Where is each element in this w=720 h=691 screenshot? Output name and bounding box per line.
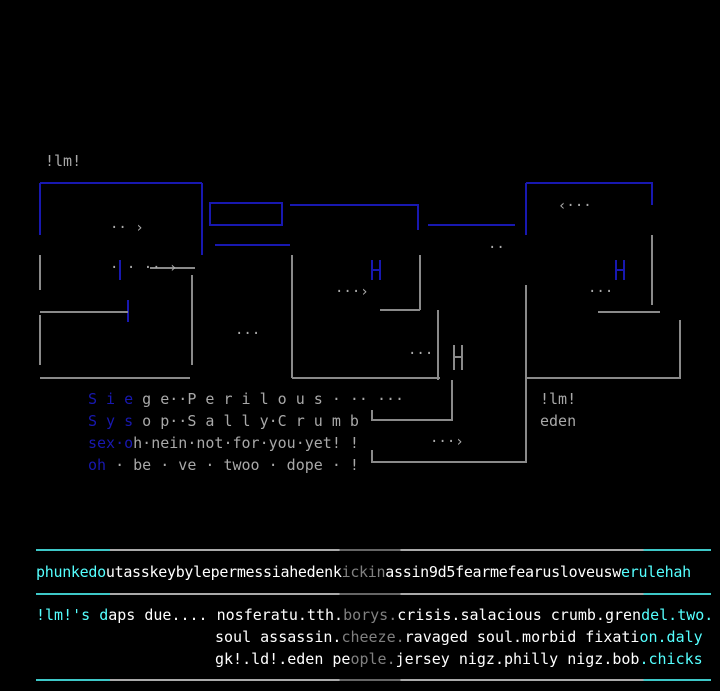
svg-text:··: ·· bbox=[488, 240, 505, 256]
daps-seg: del.two. bbox=[641, 606, 714, 624]
daps-seg: aps due.... nosferatu.tth. bbox=[108, 606, 344, 624]
svg-text:···›: ···› bbox=[430, 434, 464, 450]
credit-line-1: g e··P e r i l o u s · ·· ··· bbox=[133, 390, 405, 408]
svg-text:‹···: ‹··· bbox=[558, 198, 592, 214]
daps-seg: cheeze. bbox=[341, 628, 405, 646]
daps-line-3: gk!.ld!.eden people.jersey nigz.philly n… bbox=[215, 649, 703, 669]
daps-seg: !lm!'s d bbox=[36, 606, 109, 624]
svg-text:···›: ···› bbox=[335, 284, 369, 300]
daps-seg: jersey nigz.philly nigz.bob bbox=[395, 650, 640, 668]
daps-line-1: !lm!'s daps due.... nosferatu.tth.borys.… bbox=[36, 605, 713, 625]
credit-line-group: sex·oh·nein·not·for·you·yet! ! bbox=[88, 433, 359, 453]
svg-text:···: ··· bbox=[408, 346, 433, 362]
svg-text:···: ··· bbox=[235, 326, 260, 342]
credit-line-4: · be · ve · twoo · dope · ! bbox=[106, 456, 359, 474]
svg-text:···: ··· bbox=[588, 284, 613, 300]
credit-line-3: h·nein·not·for·you·yet! ! bbox=[133, 434, 359, 452]
banner-seg: assin9d5fearmefearusloveusw bbox=[385, 563, 621, 581]
credit-line-3-blue: sex·o bbox=[88, 434, 134, 452]
credit-line-4-blue: oh bbox=[88, 456, 107, 474]
daps-seg: borys. bbox=[343, 606, 398, 624]
daps-seg: on.daly bbox=[639, 628, 703, 646]
svg-text:·· ›: ·· › bbox=[110, 220, 144, 236]
banner-seg: ickin bbox=[341, 563, 386, 581]
daps-seg: ople. bbox=[350, 650, 396, 668]
greetings-banner: phunkedoutasskeybylepermessiahedenkickin… bbox=[36, 562, 691, 582]
svg-text:· · ·· ›: · · ·· › bbox=[110, 260, 177, 276]
daps-seg: ravaged soul.morbid fixati bbox=[404, 628, 640, 646]
daps-seg: soul assassin. bbox=[215, 628, 342, 646]
logo-tag: !lm! bbox=[45, 152, 82, 170]
daps-seg: crisis.salacious crumb.gren bbox=[397, 606, 642, 624]
credit-line-group: oh · be · ve · twoo · dope · ! bbox=[88, 455, 359, 475]
credit-line-group: S i e g e··P e r i l o u s · ·· ··· bbox=[88, 389, 404, 409]
banner-seg: utasskeybylepermessiahedenk bbox=[105, 563, 342, 581]
daps-seg: gk!.ld!.eden pe bbox=[215, 650, 351, 668]
banner-seg: erulehah bbox=[620, 563, 691, 581]
divider bbox=[36, 549, 711, 551]
siege-ascii-logo: ·· › · · ·· › ··· ···› ··· ·· ‹··· ··· ·… bbox=[39, 182, 681, 463]
credit-line-2: o p··S a l l y·C r u m b bbox=[133, 412, 359, 430]
side-name: eden bbox=[540, 412, 577, 430]
credit-line-2-blue: S y s bbox=[88, 412, 134, 430]
daps-line-2: soul assassin.cheeze.ravaged soul.morbid… bbox=[215, 627, 703, 647]
banner-seg: phunkedo bbox=[36, 563, 106, 581]
credit-line-group: S y s o p··S a l l y·C r u m b bbox=[88, 411, 359, 431]
divider bbox=[36, 679, 711, 681]
side-tag: !lm! bbox=[540, 390, 577, 408]
credit-line-1-blue: S i e bbox=[88, 390, 134, 408]
daps-seg: .chicks bbox=[639, 650, 703, 668]
divider bbox=[36, 593, 711, 595]
